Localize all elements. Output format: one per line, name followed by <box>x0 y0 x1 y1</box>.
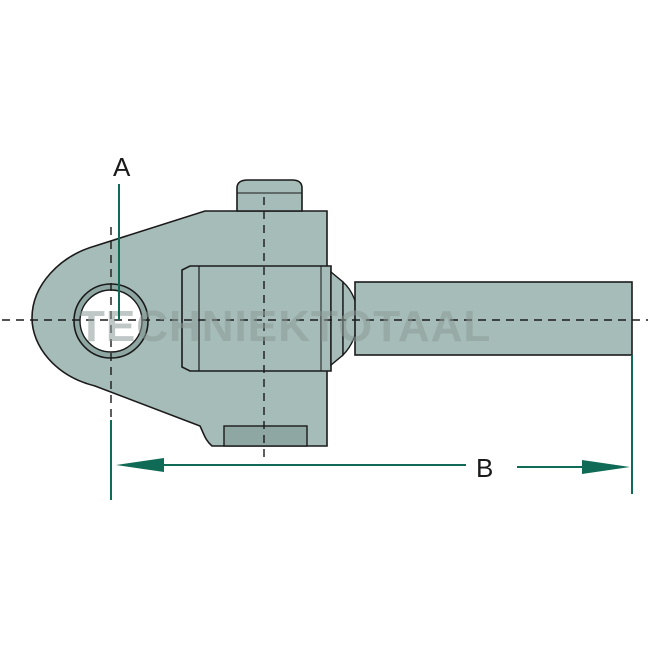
threaded-shaft <box>354 281 633 356</box>
dimension-b-arrow-right <box>582 460 630 474</box>
threaded-sleeve <box>181 265 332 372</box>
lock-pin-top <box>236 179 303 212</box>
label-b: B <box>476 453 493 483</box>
watermark-text: TECHNIEKTOTAAL <box>78 302 491 351</box>
dimension-b-arrow-left <box>116 458 164 472</box>
label-a: A <box>113 152 131 182</box>
lock-plate-bottom <box>223 425 308 447</box>
